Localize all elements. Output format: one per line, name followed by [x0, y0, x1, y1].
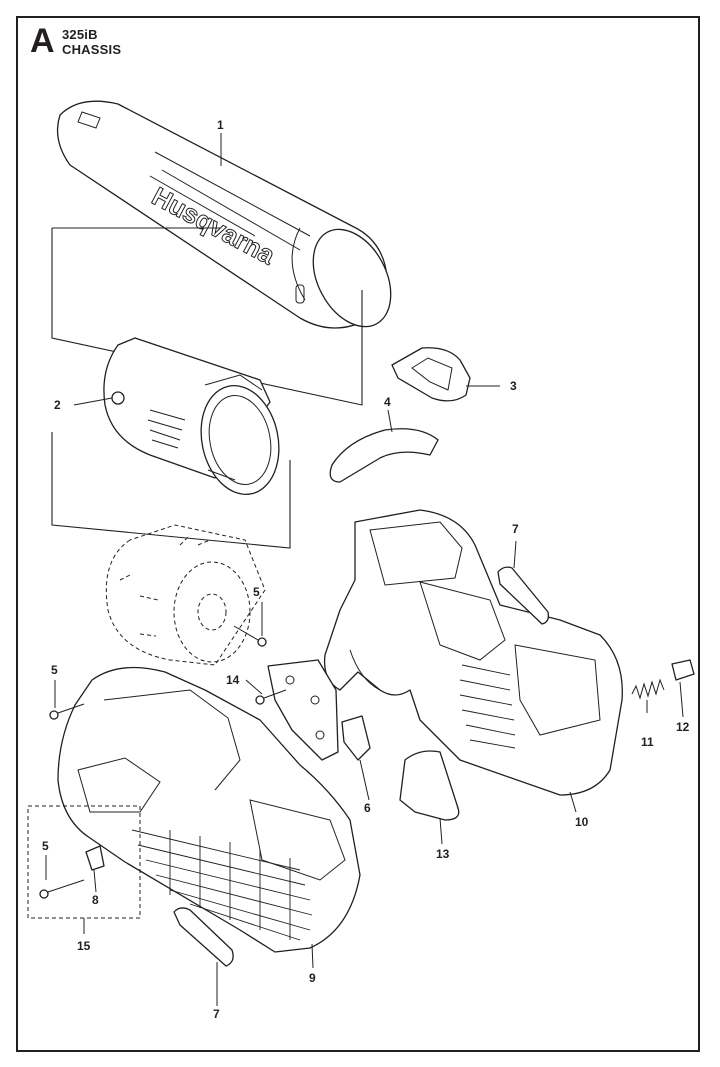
- callout-13: 13: [436, 847, 450, 861]
- part-10-main-housing: [323, 509, 623, 796]
- callout-10: 10: [575, 815, 589, 829]
- callout-5-kit-screw: 5: [42, 839, 49, 853]
- section-letter: A: [30, 22, 55, 60]
- part-4-cover: [329, 428, 439, 483]
- callout-11: 11: [641, 735, 654, 749]
- part-5-screw-handle: [49, 703, 85, 720]
- model-name: 325iB: [62, 27, 98, 42]
- part-7-grip-lower: [173, 907, 234, 967]
- callout-numbers: 1 2 3 4 5 5 5 6 7 7 8 9 10 11 12 13 14 1…: [42, 118, 690, 1021]
- part-14-switch-assembly: [267, 659, 339, 761]
- callout-8: 8: [92, 893, 99, 907]
- projection-line-3: [51, 432, 291, 549]
- leader-lines: [45, 133, 684, 1006]
- part-5-screw-fan: [233, 625, 267, 647]
- part-13-trigger-cover: [399, 750, 460, 821]
- part-11-spring: [631, 678, 665, 700]
- part-6-clip: [341, 715, 371, 761]
- part-8-nut-plate: [85, 845, 105, 871]
- drawing-frame: [16, 16, 700, 1052]
- section-title: CHASSIS: [62, 42, 122, 57]
- callout-1: 1: [217, 118, 224, 132]
- callout-14: 14: [226, 673, 240, 687]
- callout-6: 6: [364, 801, 371, 815]
- part-1-blower-tube: Husqvarna: [56, 100, 392, 329]
- callout-5-fan-screw: 5: [253, 585, 260, 599]
- part-14-screw: [255, 689, 287, 705]
- part-12-latch-button: [671, 659, 695, 681]
- kit-15-screw: [39, 879, 85, 899]
- callout-7-upper: 7: [512, 522, 519, 536]
- callout-15: 15: [77, 939, 91, 953]
- callout-4: 4: [384, 395, 391, 409]
- callout-7-lower: 7: [213, 1007, 220, 1021]
- callout-3: 3: [510, 379, 517, 393]
- part-9-front-housing: [57, 666, 361, 953]
- part-7-grip-upper: [497, 566, 550, 625]
- part-3-connector-cap: [391, 347, 471, 402]
- part-2-fan-housing: [103, 337, 280, 496]
- callout-9: 9: [309, 971, 316, 985]
- callout-12: 12: [676, 720, 690, 734]
- impeller-phantom: [105, 524, 266, 666]
- callout-5-handle-screw: 5: [51, 663, 58, 677]
- callout-2: 2: [54, 398, 61, 412]
